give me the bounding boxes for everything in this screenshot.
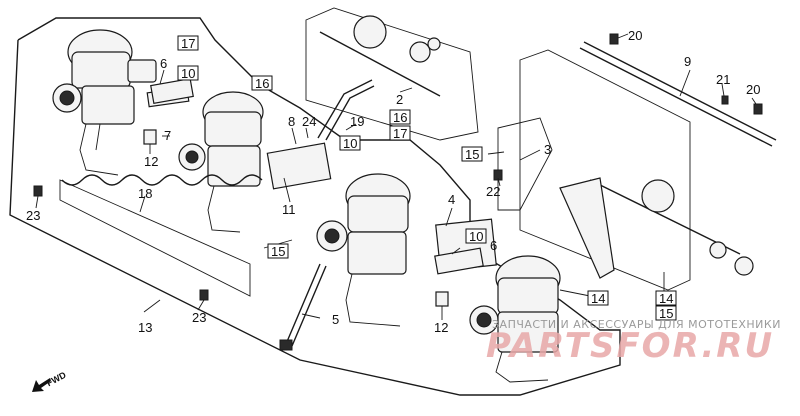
callout-14-choke: 14 — [659, 291, 673, 306]
callout-10-middle: 10 — [343, 136, 357, 151]
link-plate-2 — [305, 7, 479, 141]
callout-8: 8 — [288, 114, 295, 129]
callout-6-lower: 6 — [490, 238, 497, 253]
screw-23-left — [33, 185, 43, 197]
callout-17-right: 17 — [393, 126, 407, 141]
callout-20-right: 20 — [746, 82, 760, 97]
choke-plate-1 — [519, 49, 754, 291]
joint-pipe-19 — [317, 79, 375, 141]
link-rod-3 — [497, 117, 615, 279]
boxed-callout-frames — [177, 35, 677, 321]
forward-arrow-icon — [32, 378, 51, 392]
callout-10-lower: 10 — [469, 229, 483, 244]
callout-15-right: 15 — [465, 147, 479, 162]
callout-13: 13 — [138, 320, 152, 335]
rod-9 — [579, 33, 777, 147]
callout-18: 18 — [138, 186, 152, 201]
carburetor-2 — [178, 91, 332, 233]
watermark-brand: PARTSFOR.RU — [486, 326, 775, 366]
callout-17-top: 17 — [181, 36, 195, 51]
part-6-upper — [150, 77, 194, 105]
callout-12-right: 12 — [434, 320, 448, 335]
callout-7: 7 — [164, 128, 171, 143]
spring-12-left — [143, 129, 157, 145]
callout-23-left: 23 — [26, 208, 40, 223]
callout-9: 9 — [684, 54, 691, 69]
callout-11: 11 — [282, 202, 296, 217]
callout-23-bottom: 23 — [192, 310, 206, 325]
callout-14-carb: 14 — [591, 291, 605, 306]
callout-10-top: 10 — [181, 66, 195, 81]
callout-22: 22 — [486, 184, 500, 199]
spring-12-right — [435, 291, 449, 307]
callout-4: 4 — [448, 192, 455, 207]
callout-5: 5 — [332, 312, 339, 327]
callout-3: 3 — [544, 142, 551, 157]
screw-23-bottom — [199, 289, 209, 301]
callout-20-top: 20 — [628, 28, 642, 43]
watermark-caption: ЗАПЧАСТИ И АКСЕССУАРЫ ДЛЯ МОТОТЕХНИКИ — [492, 318, 781, 331]
callout-6-top: 6 — [160, 56, 167, 71]
carburetor-1 — [52, 29, 190, 176]
callout-12-left: 12 — [144, 154, 158, 169]
carburetor-4 — [469, 255, 561, 383]
screw-22 — [493, 169, 503, 181]
hose-strip-18 — [59, 174, 263, 297]
callout-15-choke: 15 — [659, 306, 673, 321]
drain-tube-5 — [279, 263, 327, 351]
callout-19: 19 — [350, 114, 364, 129]
callout-15-left: 15 — [271, 244, 285, 259]
leader-lines — [35, 33, 757, 320]
callout-2: 2 — [396, 92, 403, 107]
callout-16-left: 16 — [255, 76, 269, 91]
callout-24: 24 — [302, 114, 316, 129]
part-6-lower — [434, 247, 484, 275]
callout-21: 21 — [716, 72, 730, 87]
callout-16-right: 16 — [393, 110, 407, 125]
